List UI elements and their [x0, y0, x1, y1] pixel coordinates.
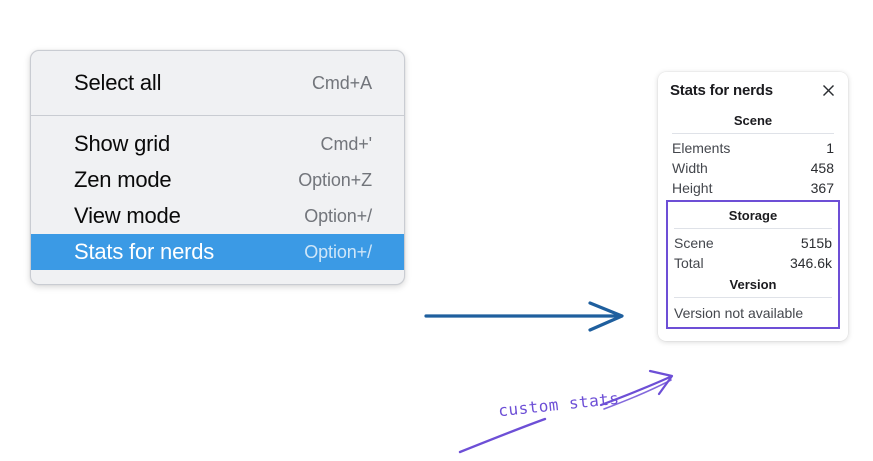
menu-item-label: Show grid [74, 131, 171, 156]
panel-header: Stats for nerds [670, 82, 836, 99]
menu-item-shortcut: Option+Z [298, 169, 372, 190]
menu-item-show-grid[interactable]: Show grid Cmd+' [31, 126, 404, 162]
menu-separator [31, 115, 404, 116]
menu-group-1: Select all Cmd+A [31, 51, 404, 115]
menu-item-shortcut: Option+/ [304, 205, 372, 226]
purple-underline-stroke [458, 417, 547, 454]
stat-value: 458 [810, 160, 834, 176]
stat-row-width: Width 458 [670, 158, 836, 178]
stat-key: Scene [674, 235, 714, 251]
menu-item-stats-for-nerds[interactable]: Stats for nerds Option+/ [31, 234, 404, 270]
section-heading-scene: Scene [733, 113, 773, 128]
section-heading-storage: Storage [728, 208, 778, 223]
blue-arrow [424, 301, 624, 332]
stat-value: 1 [826, 140, 834, 156]
menu-item-shortcut: Cmd+A [311, 72, 372, 93]
stat-row-storage-scene: Scene 515b [672, 233, 834, 253]
stats-for-nerds-panel: Stats for nerds Scene Elements 1 Width 4… [658, 72, 848, 341]
section-divider [674, 297, 832, 298]
menu-item-label: Zen mode [74, 167, 172, 192]
stat-value: 515b [800, 235, 832, 251]
stat-key: Width [672, 160, 708, 176]
stat-value: 367 [810, 180, 834, 196]
menu-item-label: Stats for nerds [74, 239, 215, 264]
stat-row-height: Height 367 [670, 178, 836, 198]
stat-key: Elements [672, 140, 731, 156]
section-heading-version: Version [729, 277, 777, 292]
menu-item-shortcut: Option+/ [304, 241, 372, 262]
menu-item-select-all[interactable]: Select all Cmd+A [31, 65, 404, 101]
stat-key: Total [674, 255, 704, 271]
panel-title: Stats for nerds [670, 82, 773, 99]
menu-item-zen-mode[interactable]: Zen mode Option+Z [31, 162, 404, 198]
context-menu[interactable]: Select all Cmd+A Show grid Cmd+' Zen mod… [30, 50, 405, 285]
menu-item-label: View mode [74, 203, 181, 228]
stat-row-elements: Elements 1 [670, 138, 836, 158]
menu-item-label: Select all [74, 70, 162, 95]
section-divider [674, 228, 832, 229]
close-icon[interactable] [820, 83, 836, 99]
section-divider [672, 133, 834, 134]
stat-row-storage-total: Total 346.6k [672, 253, 834, 273]
handwritten-note-custom-stats: custom stats [497, 388, 621, 421]
version-text: Version not available [674, 305, 804, 321]
menu-item-shortcut: Cmd+' [320, 133, 373, 154]
stat-key: Height [672, 180, 713, 196]
menu-item-view-mode[interactable]: View mode Option+/ [31, 198, 404, 234]
custom-stats-highlight-box: Storage Scene 515b Total 346.6k Version … [666, 200, 840, 329]
stat-value: 346.6k [789, 255, 832, 271]
menu-group-2: Show grid Cmd+' Zen mode Option+Z View m… [31, 116, 404, 284]
